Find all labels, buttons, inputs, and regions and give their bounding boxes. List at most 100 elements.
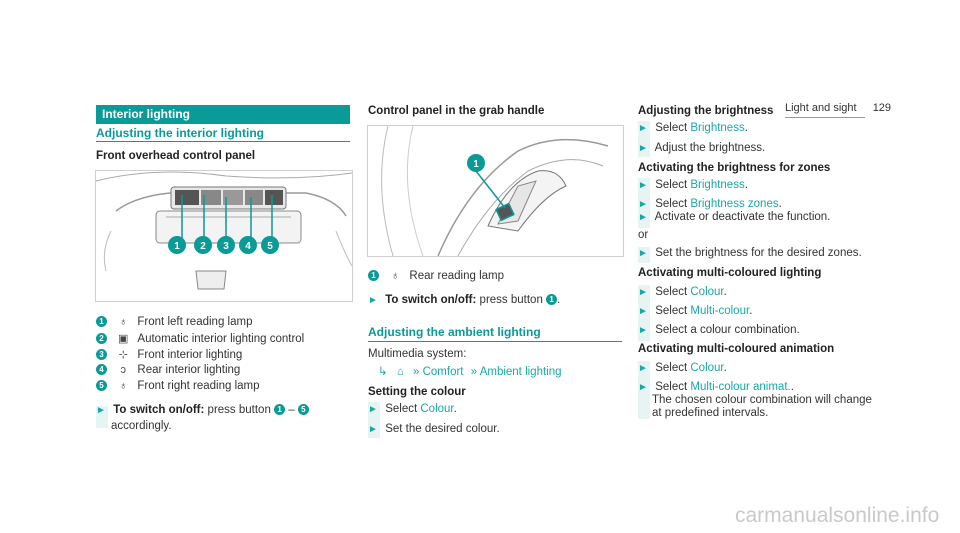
multi-heading: Activating multi-coloured lighting [638, 267, 822, 279]
sub-heading: Adjusting the interior lighting [96, 126, 264, 140]
step-text: Select [655, 381, 688, 393]
step-set-zones: ► Set the brightness for the desired zon… [638, 247, 862, 259]
running-header: Light and sight 129 [785, 100, 891, 116]
step-bar [638, 361, 650, 419]
reading-lamp-icon: ♁ [119, 316, 128, 328]
step-text: Select [655, 122, 688, 134]
legend-item: 3 ⊹ Front interior lighting [96, 348, 242, 361]
grab-handle-panel-image: 1 [367, 125, 624, 257]
step-arrow-icon: ► [368, 424, 378, 435]
colour-link: Colour [420, 403, 454, 415]
step-arrow-icon: ► [638, 287, 648, 298]
step-arrow-icon: ► [638, 143, 648, 154]
menu-path: ↳ ⌂ » Comfort » Ambient lighting [378, 364, 562, 378]
step-text: Select [655, 179, 688, 191]
step-select-combo: ► Select a colour combination. [638, 324, 800, 336]
chevron-icon: » [413, 366, 420, 378]
legend-text: Front left reading lamp [137, 316, 253, 328]
page-number: 129 [872, 102, 892, 114]
step-set-colour: ► Set the desired colour. [368, 423, 500, 435]
step-text: Set the desired colour. [385, 423, 500, 435]
brightness-link: Brightness [690, 122, 745, 134]
brightness-link: Brightness [690, 179, 745, 191]
step-arrow-icon: ► [638, 306, 648, 317]
multimedia-label: Multimedia system: [368, 348, 467, 360]
step-select-brightness: ► Select Brightness. [638, 122, 748, 134]
step-arrow-icon: ► [638, 180, 648, 191]
panel-title-front: Front overhead control panel [96, 150, 256, 162]
step-select-brightness: ► Select Brightness. [638, 179, 748, 191]
legend-item: 4 ↄ Rear interior lighting [96, 364, 240, 376]
ambient-heading: Adjusting the ambient lighting [368, 325, 541, 339]
step-activate: ► Activate or deactivate the function. [638, 211, 830, 223]
svg-text:1: 1 [174, 241, 180, 252]
step-text: Select [655, 198, 688, 210]
svg-text:5: 5 [267, 241, 273, 252]
callout-number: 3 [96, 349, 107, 361]
step-arrow-icon: ► [638, 212, 648, 223]
step-text: Select [655, 305, 688, 317]
step-text-cont: accordingly. [111, 420, 172, 432]
step-arrow-icon: ► [638, 199, 648, 210]
step-text: Select [655, 286, 688, 298]
anim-text-2: at predefined intervals. [652, 407, 769, 419]
step-bar [368, 402, 380, 438]
brightness-zones-link: Brightness zones [690, 198, 779, 210]
svg-text:2: 2 [200, 241, 206, 252]
step-bar [96, 406, 108, 428]
legend-text: Front right reading lamp [137, 380, 260, 392]
step-arrow-icon: ► [638, 123, 648, 134]
step-select-anim: ► Select Multi-colour animat.. [638, 381, 794, 393]
step-adjust: ► Adjust the brightness. [638, 142, 765, 154]
svg-text:1: 1 [473, 159, 479, 170]
front-light-icon: ⊹ [118, 349, 128, 361]
watermark: carmanualsonline.info [735, 504, 940, 527]
step-text: Select [385, 403, 418, 415]
legend-item: 1 ♁ Rear reading lamp [368, 270, 504, 282]
legend-item: 2 ▣ Automatic interior lighting control [96, 332, 304, 345]
panel-title-grab-handle: Control panel in the grab handle [368, 105, 545, 117]
step-bar [638, 178, 650, 228]
callout-number: 1 [96, 316, 107, 328]
step-text: Set the brightness for the desired zones… [655, 247, 862, 259]
step-arrow-icon: ► [368, 295, 378, 306]
callout-number: 5 [96, 380, 107, 392]
step-bar [638, 121, 650, 157]
colour-link: Colour [690, 362, 724, 374]
header-rule [785, 117, 865, 118]
step-text: Select a colour combination. [655, 324, 800, 336]
chevron-icon: » [470, 366, 478, 378]
step-text: press button [479, 294, 543, 306]
svg-text:4: 4 [245, 241, 251, 252]
step-label: To switch on/off: [113, 404, 205, 416]
zones-heading: Activating the brightness for zones [638, 162, 831, 174]
auto-light-icon: ▣ [118, 333, 129, 345]
step-arrow-icon: ► [638, 248, 648, 259]
legend-text: Automatic interior lighting control [137, 333, 305, 345]
step-switch-rear: ► To switch on/off: press button 1. [368, 294, 561, 306]
step-arrow-icon: ► [96, 405, 106, 416]
colour-link: Colour [690, 286, 724, 298]
callout-number: 1 [274, 404, 286, 416]
callout-number: 2 [96, 333, 107, 345]
callout-number: 4 [96, 364, 107, 376]
anim-heading: Activating multi-coloured animation [638, 343, 835, 355]
step-text: Adjust the brightness. [654, 142, 766, 154]
step-text: Activate or deactivate the function. [654, 211, 831, 223]
step-label: To switch on/off: [385, 294, 477, 306]
multi-colour-link: Multi-colour [690, 305, 750, 317]
legend-text: Rear reading lamp [409, 270, 505, 282]
range-dash: – [288, 404, 295, 416]
step-select-multi: ► Select Multi-colour. [638, 305, 753, 317]
or-text: or [638, 229, 649, 241]
header-section: Light and sight [785, 102, 857, 114]
legend-text: Front interior lighting [137, 349, 243, 361]
multi-colour-anim-link: Multi-colour animat. [690, 381, 791, 393]
path-ambient: Ambient lighting [479, 366, 562, 378]
step-select-colour: ► Select Colour. [638, 362, 727, 374]
step-text: press button [207, 404, 271, 416]
home-icon: ⌂ [396, 366, 404, 378]
step-select-colour: ► Select Colour. [638, 286, 727, 298]
callout-number: 1 [368, 270, 379, 282]
callout-number: 5 [297, 404, 309, 416]
